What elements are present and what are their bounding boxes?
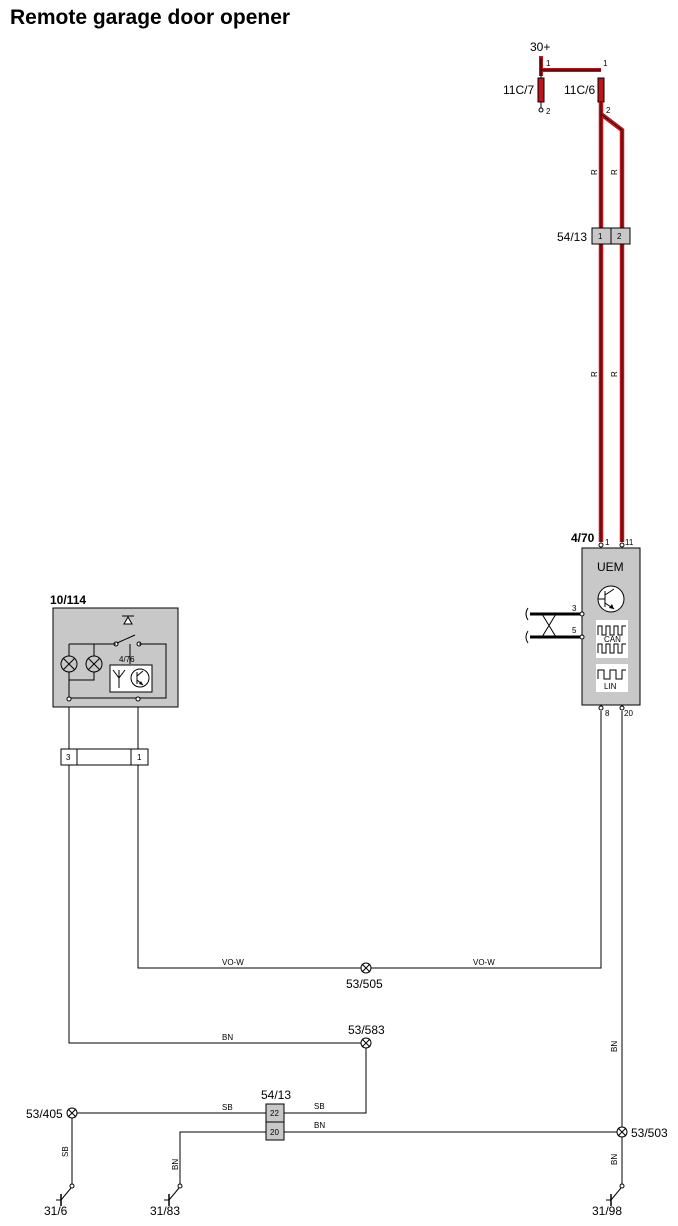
power-feed (539, 56, 601, 78)
fuse-11c6-pin-bottom: 2 (606, 106, 611, 115)
wire-color-label: R (610, 169, 619, 175)
ground-31-6: 31/6 (44, 1183, 75, 1218)
remote-sub-ref-label: 4/76 (119, 655, 135, 664)
ground-label: 31/83 (150, 1204, 180, 1218)
connector-pin: 1 (598, 232, 603, 241)
fuse-11c7-label: 11C/7 (503, 83, 534, 97)
connector-pin: 22 (270, 1109, 279, 1118)
connector-pin: 20 (270, 1128, 279, 1137)
wire-color-label: R (610, 371, 619, 377)
connector-54-13-lower-label: 54/13 (261, 1088, 291, 1102)
fuse-11c7-pin-bottom: 2 (546, 107, 551, 116)
wire-color-label: R (590, 169, 599, 175)
ground-31-83: 31/83 (150, 1183, 183, 1218)
splice-53-503: 53/503 (616, 1126, 668, 1140)
wire-color-label: BN (171, 1159, 180, 1170)
lin-bus-icon: LIN (596, 664, 628, 692)
ground-label: 31/6 (44, 1204, 68, 1218)
fuse-11c6: 11C/6 1 2 (564, 59, 611, 115)
ground-31-98: 31/98 (592, 1183, 625, 1218)
lamp-icon (60, 655, 78, 673)
wire-color-label: BN (610, 1154, 619, 1165)
fuse-11c7: 11C/7 1 2 (503, 59, 551, 116)
power-supply-label: 30+ (530, 40, 550, 54)
wire-color-label: SB (61, 1146, 70, 1157)
wire-color-label: R (590, 371, 599, 377)
uem-pin-top: 11 (625, 538, 634, 547)
transistor-icon (130, 668, 150, 688)
splice-label: 53/505 (346, 977, 383, 991)
splice-label: 53/503 (631, 1126, 668, 1140)
connector-54-13-lower: 54/13 22 20 (261, 1088, 291, 1141)
wire-color-label: SB (222, 1103, 233, 1112)
wire-color-label: VO-W (222, 958, 244, 967)
splice-53-505: 53/505 (346, 962, 383, 991)
connector-pin: 1 (137, 753, 142, 762)
uem-pin-bottom: 20 (624, 709, 633, 718)
can-twisted-pair (525, 607, 580, 644)
splice-label: 53/405 (26, 1107, 63, 1121)
transistor-icon (597, 585, 625, 613)
wire-color-label: BN (610, 1041, 619, 1052)
fuse-11c6-pin-top: 1 (603, 59, 608, 68)
remote-ref-label: 10/114 (50, 593, 86, 607)
connector-pin: 3 (66, 753, 71, 762)
wire-color-label: SB (314, 1102, 325, 1111)
can-bus-label: CAN (604, 635, 621, 644)
splice-53-583: 53/583 (348, 1023, 385, 1049)
uem-pin-left: 3 (572, 604, 577, 613)
antenna-icon (112, 669, 126, 688)
connector-remote: 3 1 (60, 748, 149, 766)
wire-color-label: BN (314, 1121, 325, 1130)
connector-54-13-upper: 54/13 1 2 (557, 227, 631, 245)
splice-53-405: 53/405 (26, 1107, 78, 1121)
uem-ref-label: 4/70 (571, 531, 595, 545)
wire-bn (68, 765, 366, 1044)
fuse-11c6-label: 11C/6 (564, 83, 595, 97)
splice-label: 53/583 (348, 1023, 385, 1037)
can-bus-icon: CAN (596, 620, 628, 658)
remote-module: 10/114 4/76 (50, 593, 179, 708)
wire-color-label: BN (222, 1033, 233, 1042)
uem-module: 4/70 UEM 1 11 CAN LIN 3 5 (571, 531, 641, 718)
fuse-11c7-pin-top: 1 (546, 59, 551, 68)
uem-pin-bottom: 8 (605, 709, 610, 718)
uem-pin-left: 5 (572, 626, 577, 635)
uem-name-label: UEM (597, 560, 624, 574)
page-title: Remote garage door opener (10, 6, 291, 29)
wire-vo-w (137, 711, 602, 969)
lamp-icon (85, 655, 103, 673)
ground-label: 31/98 (592, 1204, 622, 1218)
lin-bus-label: LIN (604, 682, 617, 691)
connector-54-13-upper-label: 54/13 (557, 230, 587, 244)
uem-pin-top: 1 (605, 538, 610, 547)
connector-pin: 2 (617, 232, 622, 241)
wire-color-label: VO-W (473, 958, 495, 967)
power-wires-red (598, 102, 625, 542)
